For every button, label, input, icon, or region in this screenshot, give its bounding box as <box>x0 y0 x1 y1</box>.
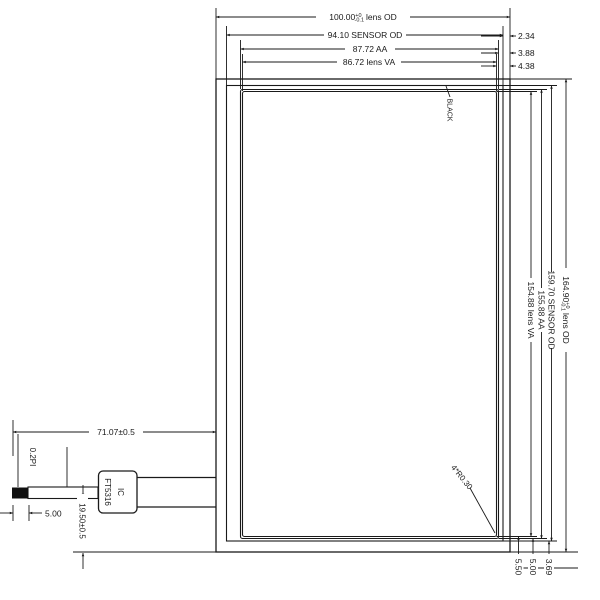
left-extension-lines <box>12 420 216 553</box>
black-border-label: BLACK <box>446 99 453 122</box>
right-height-dimensions: 154.88 lens VA 155.88 AA 159.70 SENSOR O… <box>496 78 578 569</box>
dim-sensor-od-width: 94.10 SENSOR OD <box>328 30 403 40</box>
fpc-stiffener <box>12 487 28 499</box>
dim-edge-sensor: 2.34 <box>518 31 535 41</box>
sensor-od-outline <box>225 84 504 542</box>
black-label-leader <box>445 85 451 98</box>
callout-labels: BLACK 4*R0.30 <box>445 85 496 534</box>
dim-bottom-aa: 5.00 <box>528 559 538 576</box>
dim-lens-va-height: 154.88 lens VA <box>526 281 536 338</box>
viewing-area-outline <box>241 90 498 538</box>
dim-bottom-va: 5.50 <box>514 559 524 576</box>
top-extension-lines <box>215 8 511 91</box>
corner-radius-label: 4*R0.30 <box>449 463 475 492</box>
pitch-label: 0.2PI <box>28 448 37 467</box>
lens-od-outline <box>215 78 511 553</box>
dim-sensor-od-height: 159.70 SENSOR OD <box>547 270 557 349</box>
panel-outlines <box>215 78 511 553</box>
dim-lens-od-height: 164.90+0-0.1lens OD <box>559 276 571 343</box>
dim-fpc-length: 71.07±0.5 <box>97 427 135 437</box>
fpc-tail: IC FT5316 <box>12 470 216 514</box>
dim-lens-va-width: 86.72 lens VA <box>343 57 396 67</box>
top-right-edge-dimensions: 2.34 3.88 4.38 <box>481 31 535 71</box>
dim-fpc-width: 19.50±0.5 <box>78 503 87 539</box>
fpc-dimensions: 71.07±0.5 0.2PI 5.00 19.50±0.5 <box>0 420 217 569</box>
active-area-outline <box>239 88 500 540</box>
dim-edge-aa: 3.88 <box>518 48 535 58</box>
fpc-cable-wide <box>137 476 216 508</box>
bottom-right-edge-dimensions: 5.50 5.00 3.69 <box>513 536 554 579</box>
dim-aa-width: 87.72 AA <box>353 44 388 54</box>
radius-leader <box>469 487 496 534</box>
fpc-ic-box <box>97 470 138 514</box>
ic-name-label: IC <box>116 488 125 496</box>
dim-stiffener-length: 5.00 <box>45 509 62 519</box>
dim-bottom-sensor: 3.69 <box>544 559 554 576</box>
dim-edge-va: 4.38 <box>518 61 535 71</box>
dim-aa-height: 155.88 AA <box>537 290 547 330</box>
ic-part-label: FT5316 <box>103 478 112 506</box>
